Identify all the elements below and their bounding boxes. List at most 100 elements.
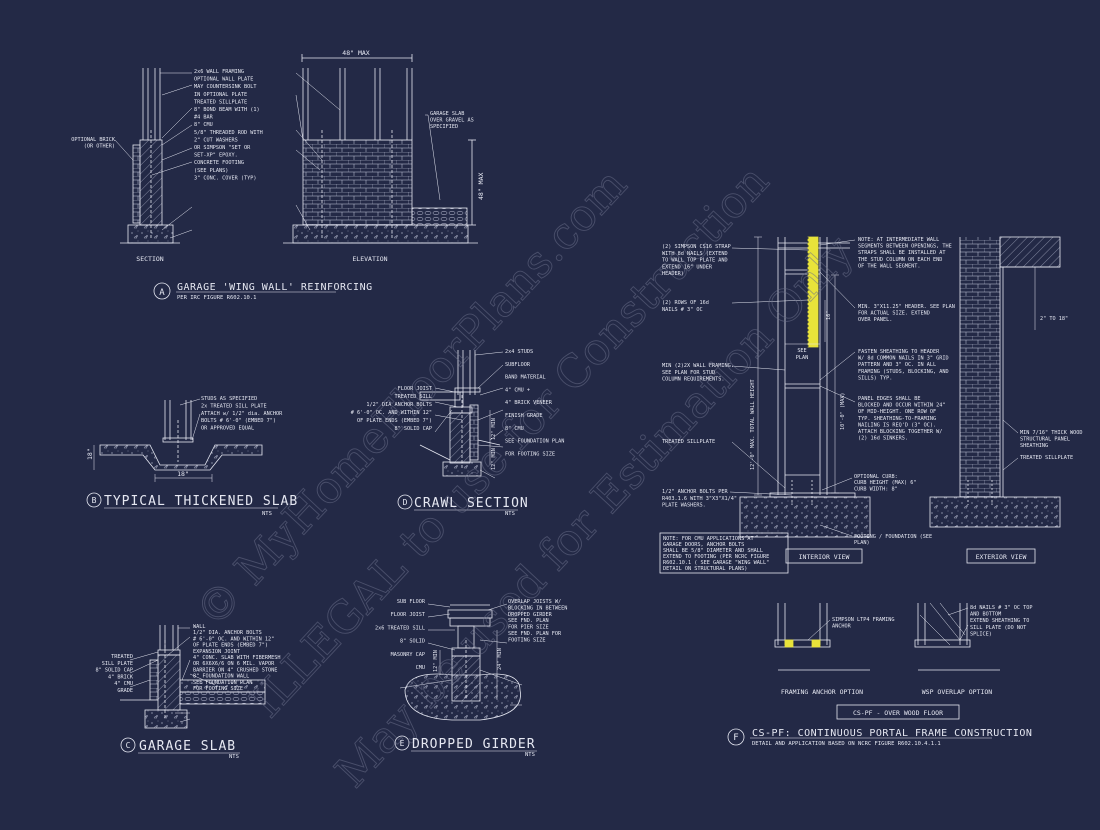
- note-line: IN OPTIONAL PLATE: [194, 92, 247, 98]
- detail-d-title-bubble: [397, 494, 518, 511]
- note-line: GRADE: [117, 688, 133, 694]
- note-line: PLATE WASHERS.: [662, 503, 706, 509]
- note-line: OR SIMPSON "SET OR: [194, 145, 251, 151]
- detail-e-right-notes: OVERLAP JOISTS W/BLOCKING IN BETWEENDROP…: [508, 599, 567, 643]
- note-line: NAILS # 3" OC: [662, 307, 703, 313]
- detail-b-title: TYPICAL THICKENED SLAB: [104, 494, 298, 509]
- note-line: MIN (2)2X WALL FRAMING.: [662, 363, 734, 369]
- note-line: FOR FOOTING SIZE: [193, 686, 243, 692]
- note-line: BARRIER ON 4" CRUSHED STONE: [193, 667, 277, 673]
- note-line: COLUMN REQUIREMENTS.: [662, 377, 724, 383]
- note-line: (2) 16d SINKERS.: [858, 436, 908, 442]
- note-line: BOLTS # 6'-0" (EMBED 7"): [201, 418, 276, 424]
- note-line: OF PLATE ENDS (EMBED 7"): [193, 643, 268, 649]
- detail-f-title-bubble: [727, 728, 992, 746]
- detail-f-dim-2to18: 2" TO 18": [1040, 316, 1068, 322]
- note-line: SHALL BE 5/8" DIAMETER AND SHALL: [663, 548, 763, 554]
- detail-f-curb-notes: OPTIONAL CURB:CURB HEIGHT (MAX) 6"CURB W…: [854, 474, 916, 492]
- note-line: GARAGE SLAB: [430, 111, 464, 117]
- detail-c-drawing: [120, 625, 266, 729]
- detail-f-box-label-frame: [836, 704, 960, 720]
- detail-b-nts: NTS: [262, 511, 272, 517]
- detail-d-letter: D: [403, 498, 408, 507]
- note-line: GARAGE DOORS, ANCHOR BOLTS: [663, 542, 744, 548]
- note-line: BAND MATERIAL: [505, 375, 546, 381]
- note-line: TREATED SILL: [395, 394, 432, 400]
- note-line: NOTE: FOR CMU APPLICATIONS AT: [663, 536, 754, 542]
- note-line: W/ 8d COMMON NAILS IN 3" GRID: [858, 356, 949, 362]
- detail-c-title-bubble: [120, 737, 240, 754]
- detail-f-framing-anchor-label: FRAMING ANCHOR OPTION: [781, 688, 863, 696]
- note-line: STRAPS SHALL BE INSTALLED AT: [858, 250, 945, 256]
- detail-e-drawing: [404, 604, 521, 721]
- detail-f-overlap-label: WSP OVERLAP OPTION: [922, 688, 993, 696]
- note-line: 2x6 TREATED SILL: [375, 625, 425, 631]
- note-line: # 6'-0" OC. AND WITHIN 12": [351, 410, 432, 416]
- detail-f-interior-view: [739, 236, 871, 538]
- note-line: ATTACH w/ 1/2" dia. ANCHOR: [201, 411, 283, 417]
- note-line: FASTEN SHEATHING TO HEADER: [858, 349, 940, 355]
- note-line: STRUCTURAL PANEL: [1020, 437, 1070, 443]
- note-line: 4" CONC. SLAB WITH FIBERMESH: [193, 655, 280, 661]
- detail-f-left-notes-3: MIN (2)2X WALL FRAMING.SEE PLAN FOR STUD…: [662, 363, 734, 383]
- detail-f-framing-anchor-detail: [774, 603, 870, 671]
- note-line: TREATED: [111, 654, 133, 660]
- note-line: SET-XP" EPOXY.: [194, 153, 238, 159]
- note-line: STUDS AS SPECIFIED: [201, 396, 257, 402]
- detail-a-title: GARAGE 'WING WALL' REINFORCING: [177, 282, 373, 293]
- detail-a-dim-height: 48" MAX: [477, 173, 485, 200]
- text-layer: © MyHomeFloorPlans.com ILLEGAL to use fo…: [71, 49, 1082, 798]
- note-line: BLOCKING IN BETWEEN: [508, 605, 567, 611]
- detail-e-letter: E: [400, 739, 405, 748]
- note-line: FRAMING (STUDS, BLOCKING, AND: [858, 369, 949, 375]
- note-line: # 6'-0" OC. AND WITHIN 12": [193, 636, 274, 642]
- note-line: FINISH GRADE: [505, 413, 542, 419]
- detail-f-dim-16: 16": [826, 311, 832, 320]
- note-line: 8" SOLID CAP: [395, 426, 432, 432]
- note-line: 8d NAILS # 3" OC TOP: [970, 605, 1032, 611]
- note-line: WITH 8d NAILS (EXTEND: [662, 251, 728, 257]
- note-line: EXTEND TO FOOTING (PER NCRC FIGURE: [663, 554, 769, 560]
- note-line: 8" SOLID CAP: [96, 668, 133, 674]
- note-line: OVERLAP JOISTS W/: [508, 599, 561, 605]
- note-line: 8" BOND BEAM WITH (1): [194, 107, 260, 113]
- note-line: MIN 7/16" THICK WOOD: [1020, 430, 1082, 436]
- note-line: TYP. SHEATHING-TO-FRAMING: [858, 416, 936, 422]
- detail-b-drawing: [93, 400, 263, 482]
- detail-f-exterior-label: EXTERIOR VIEW: [976, 553, 1027, 561]
- detail-f-interior-label-box: [785, 548, 863, 564]
- note-line: FLOOR JOIST: [391, 612, 425, 618]
- note-line: SEE FND. PLAN: [508, 618, 549, 624]
- note-line: FOR FOOTING SIZE: [505, 451, 555, 457]
- note-line: PATTERN AND 3" OC. IN ALL: [858, 362, 936, 368]
- note-line: FLOOR JOIST: [398, 386, 432, 392]
- detail-b-letter: B: [92, 496, 97, 505]
- note-line: CONCRETE FOOTING: [194, 160, 244, 166]
- detail-a-section-drawing: [120, 68, 180, 244]
- note-line: #4 BAR: [194, 115, 214, 121]
- note-line: SILL PLATE (DO NOT: [970, 625, 1026, 631]
- note-line: BLOCKED AND OCCUR WITHIN 24": [858, 403, 945, 409]
- detail-f-interior-label: INTERIOR VIEW: [799, 553, 850, 561]
- detail-f-exterior-label-box: [966, 548, 1036, 564]
- note-line: SILL PLATE: [102, 661, 133, 667]
- note-line: (OR OTHER): [84, 144, 115, 150]
- detail-a-section-label: SECTION: [136, 255, 163, 263]
- note-line: EXPANSION JOINT: [193, 649, 240, 655]
- detail-f-dim-plan: PLAN: [796, 355, 809, 361]
- detail-e-dim-a: 24" MIN: [497, 648, 503, 670]
- note-line: EXTEND 16" UNDER: [662, 264, 713, 270]
- detail-d-dim-a: 12" MIN: [491, 418, 497, 440]
- detail-f-title: CS-PF: CONTINUOUS PORTAL FRAME CONSTRUCT…: [752, 728, 1032, 739]
- note-line: 5/8" THREADED ROD WITH: [194, 130, 263, 136]
